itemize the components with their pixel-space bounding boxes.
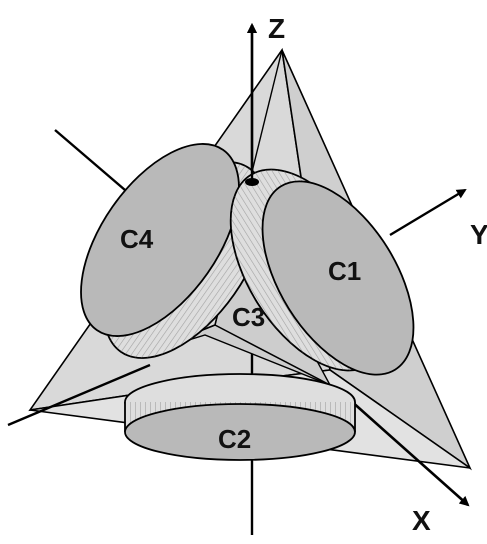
apex-hole: [245, 178, 259, 186]
c2-label: C2: [218, 424, 251, 454]
y-axis: [390, 190, 465, 235]
axis-z-label: Z: [268, 13, 285, 44]
back-axis: [55, 130, 125, 190]
axis-x-label: X: [412, 505, 431, 536]
c3-label: C3: [232, 302, 265, 332]
c1-label: C1: [328, 256, 361, 286]
axis-y-label: Y: [470, 219, 487, 250]
c4-label: C4: [120, 224, 154, 254]
